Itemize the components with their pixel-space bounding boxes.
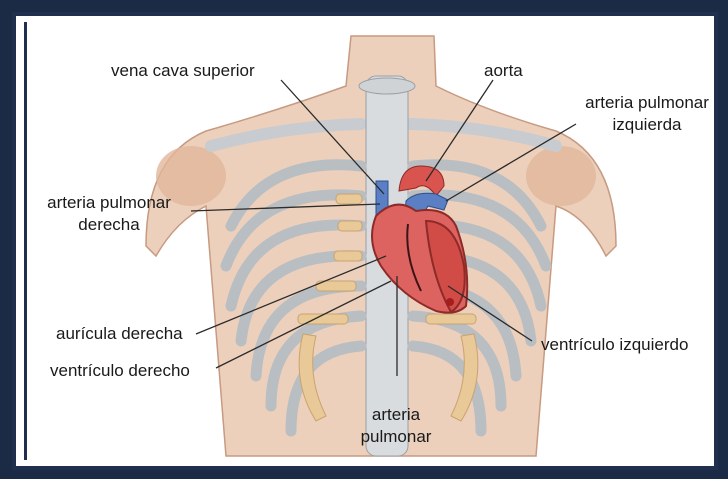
label-aorta: aorta: [484, 60, 523, 82]
label-auricula-derecha: aurícula derecha: [56, 323, 183, 345]
right-shoulder: [526, 146, 596, 206]
label-arteria-pulmonar-derecha-line1: arteria pulmonar: [34, 192, 184, 214]
vertebra-top: [359, 78, 415, 94]
label-arteria-pulmonar-izquierda-line1: arteria pulmonar: [582, 92, 712, 114]
label-ventriculo-derecho: ventrículo derecho: [50, 360, 190, 382]
diagram-frame: vena cava superior aorta arteria pulmona…: [12, 12, 718, 470]
label-ventriculo-izquierdo: ventrículo izquierdo: [541, 334, 688, 356]
thorax-illustration: [16, 16, 718, 470]
label-vena-cava-superior: vena cava superior: [111, 60, 255, 82]
apex-marker: [446, 298, 454, 306]
label-arteria-pulmonar: arteria pulmonar: [346, 404, 446, 448]
label-arteria-pulmonar-derecha-line2: derecha: [34, 214, 184, 236]
label-arteria-pulmonar-izquierda-line2: izquierda: [582, 114, 712, 136]
label-arteria-pulmonar-derecha: arteria pulmonar derecha: [34, 192, 184, 236]
label-arteria-pulmonar-line2: pulmonar: [346, 426, 446, 448]
label-arteria-pulmonar-line1: arteria: [346, 404, 446, 426]
label-arteria-pulmonar-izquierda: arteria pulmonar izquierda: [582, 92, 712, 136]
